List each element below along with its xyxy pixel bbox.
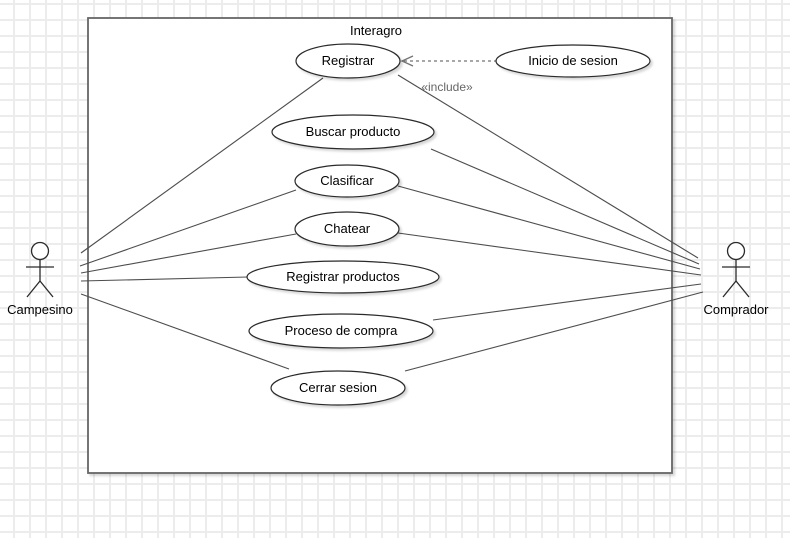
association-comprador-buscar-producto[interactable] (430, 148, 700, 265)
use-case-label: Clasificar (320, 173, 374, 188)
dependency-stereotype-label: «include» (421, 80, 473, 94)
use-case-ellipse[interactable] (270, 370, 406, 406)
actor-leg-left (26, 280, 41, 298)
use-case-buscar-producto[interactable]: Buscar producto (271, 114, 435, 150)
use-case-label: Proceso de compra (285, 323, 398, 338)
use-case-ellipse[interactable] (294, 164, 400, 198)
use-case-label: Cerrar sesion (299, 380, 377, 395)
use-case-ellipse[interactable] (271, 114, 435, 150)
actor-leg-left (722, 280, 737, 298)
use-case-inicio-de-sesion[interactable]: Inicio de sesion (495, 44, 651, 78)
actor-campesino[interactable]: Campesino (7, 241, 73, 318)
system-boundary-box[interactable] (87, 17, 673, 474)
association-comprador-cerrar-sesion[interactable] (404, 291, 704, 372)
use-case-label: Registrar (322, 53, 375, 68)
association-comprador-registrar[interactable] (397, 74, 699, 259)
association-comprador-chatear[interactable] (397, 232, 702, 276)
use-case-ellipse[interactable] (295, 43, 401, 79)
actor-leg-right (735, 280, 750, 298)
open-arrowhead-icon (400, 55, 414, 67)
use-case-label: Inicio de sesion (528, 53, 618, 68)
use-case-cerrar-sesion[interactable]: Cerrar sesion (270, 370, 406, 406)
association-campesino-cerrar-sesion[interactable] (80, 293, 290, 370)
system-boundary[interactable]: Interagro (87, 17, 673, 474)
actor-label: Comprador (703, 302, 769, 317)
system-boundary-title: Interagro (350, 23, 402, 38)
use-case-clasificar[interactable]: Clasificar (294, 164, 400, 198)
association-campesino-clasificar[interactable] (79, 189, 297, 267)
actor-comprador[interactable]: Comprador (703, 241, 769, 318)
use-case-label: Buscar producto (306, 124, 401, 139)
use-case-ellipse[interactable] (495, 44, 651, 78)
use-case-chatear[interactable]: Chatear (294, 211, 400, 247)
actor-head (726, 241, 746, 261)
use-case-registrar-productos[interactable]: Registrar productos (246, 260, 440, 294)
association-campesino-registrar-productos[interactable] (80, 276, 249, 282)
actor-head (30, 241, 50, 261)
use-case-proceso-de-compra[interactable]: Proceso de compra (248, 313, 434, 349)
actor-leg-right (39, 280, 54, 298)
use-case-label: Registrar productos (286, 269, 400, 284)
use-case-ellipse[interactable] (246, 260, 440, 294)
association-campesino-registrar[interactable] (80, 77, 324, 254)
use-case-ellipse[interactable] (248, 313, 434, 349)
association-campesino-chatear[interactable] (80, 233, 297, 274)
dependency-include-edge[interactable]: «include» (400, 55, 497, 94)
use-case-ellipse[interactable] (294, 211, 400, 247)
association-comprador-proceso-de-compra[interactable] (432, 283, 702, 321)
use-case-label: Chatear (324, 221, 371, 236)
actor-label: Campesino (7, 302, 73, 317)
association-comprador-clasificar[interactable] (397, 185, 701, 270)
use-case-registrar[interactable]: Registrar (295, 43, 401, 79)
